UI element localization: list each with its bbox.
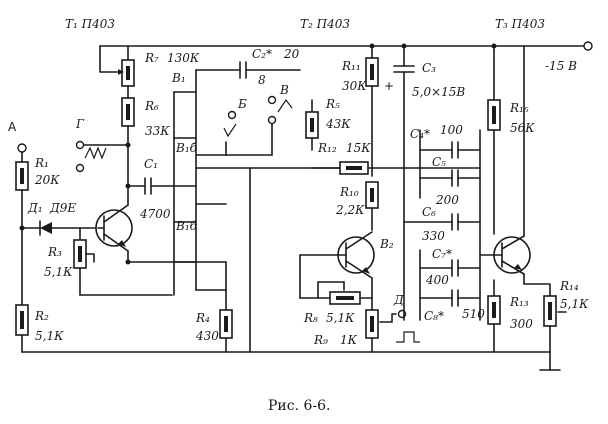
svg-text:R₃: R₃ <box>47 245 62 259</box>
svg-text:C₃: C₃ <box>422 61 436 75</box>
svg-text:43К: 43К <box>325 117 351 131</box>
svg-text:В: В <box>279 83 289 97</box>
svg-text:Г: Г <box>75 117 85 131</box>
svg-text:C₇*: C₇* <box>432 247 452 261</box>
svg-text:20: 20 <box>283 47 300 61</box>
d1-diode <box>40 222 52 234</box>
svg-text:R₁₂: R₁₂ <box>317 141 337 155</box>
figure-caption: Рис. 6-6. <box>268 398 331 414</box>
svg-text:430: 430 <box>195 329 219 343</box>
t3-label: T₃ П403 <box>495 17 545 31</box>
t2-label: T₂ П403 <box>300 17 350 31</box>
svg-text:8: 8 <box>258 73 266 87</box>
svg-text:R₁₁: R₁₁ <box>341 59 361 73</box>
svg-text:R₇: R₇ <box>144 51 159 65</box>
svg-text:400: 400 <box>425 273 449 287</box>
svg-text:100: 100 <box>440 123 463 137</box>
svg-text:Д: Д <box>393 293 404 307</box>
svg-text:5,1К: 5,1К <box>44 265 73 279</box>
svg-text:5,1К: 5,1К <box>35 329 64 343</box>
svg-text:R₈: R₈ <box>303 311 318 325</box>
svg-text:R₅: R₅ <box>325 97 340 111</box>
svg-text:4700: 4700 <box>139 207 171 221</box>
svg-text:+: + <box>384 79 394 93</box>
svg-text:Д9Е: Д9Е <box>49 201 76 215</box>
ground-rail <box>21 339 561 371</box>
svg-text:R₄: R₄ <box>195 311 210 325</box>
t3-stage: R₁₅ 56К R₁₃ 300 R₁₄ 5,1К <box>479 43 589 353</box>
svg-text:R₁₀: R₁₀ <box>339 185 359 199</box>
r4-resistor: R₄ 430 <box>195 261 233 353</box>
svg-text:R₆: R₆ <box>144 99 159 113</box>
svg-text:C₄*: C₄* <box>410 127 430 141</box>
svg-text:C₆: C₆ <box>422 205 436 219</box>
svg-text:C₁: C₁ <box>144 157 158 171</box>
terminal-a-label: A <box>8 120 17 134</box>
supply-rail: -15 В <box>99 41 593 73</box>
svg-text:1К: 1К <box>340 333 358 347</box>
svg-text:130К: 130К <box>167 51 200 65</box>
t2-stage-upper: R₅ 43К R₁₁ 30К + C₃ 5,0×15В R₁₂ 15К R₁₀ … <box>305 43 465 231</box>
transistor-t2: B₂ <box>299 231 394 311</box>
svg-text:5,1К: 5,1К <box>326 311 355 325</box>
input-g: Г <box>75 117 129 173</box>
svg-text:Б: Б <box>237 97 247 111</box>
svg-text:B₁б: B₁б <box>175 219 198 233</box>
svg-text:33К: 33К <box>145 124 170 138</box>
svg-text:R₁: R₁ <box>34 156 49 170</box>
svg-text:Д₁: Д₁ <box>27 201 43 215</box>
svg-text:30К: 30К <box>342 79 367 93</box>
t1-label: T₁ П403 <box>65 17 115 31</box>
svg-text:R₁₅: R₁₅ <box>509 101 529 115</box>
supply-terminal[interactable] <box>583 41 593 51</box>
t1-stage: R₇ 130К R₆ 33К C₁ 4700 <box>99 45 200 221</box>
terminal-v[interactable] <box>267 95 277 105</box>
switch-b1[interactable]: B₁ B₁б B₁б <box>171 69 227 296</box>
r3-potentiometer: R₃ 5,1К <box>44 227 173 296</box>
terminal-a[interactable] <box>17 143 27 153</box>
terminal-g[interactable] <box>75 140 85 150</box>
svg-text:R₁₄: R₁₄ <box>559 279 579 293</box>
svg-text:2,2К: 2,2К <box>335 203 365 217</box>
svg-text:R₁₃: R₁₃ <box>509 295 529 309</box>
svg-text:C₅: C₅ <box>432 155 446 169</box>
svg-text:56К: 56К <box>510 121 535 135</box>
svg-text:330: 330 <box>422 229 445 243</box>
terminal-b[interactable] <box>227 110 237 120</box>
capacitor-bank: C₄* 100 C₅ 200 C₆ 330 C₇* 400 C₈* 510 <box>403 123 485 323</box>
c2-section: C₂* 20 8 В Б <box>195 47 301 156</box>
t2-emitter-network: R₈ 5,1К R₉ 1К Д <box>299 254 420 353</box>
svg-text:B₁: B₁ <box>171 71 186 85</box>
input-a: A R₁ 20К R₂ 5,1К Д₁ Д9Е <box>8 120 99 353</box>
supply-label: -15 В <box>545 59 577 73</box>
svg-text:300: 300 <box>510 317 533 331</box>
svg-text:R₉: R₉ <box>313 333 328 347</box>
svg-text:B₁б: B₁б <box>175 141 198 155</box>
svg-text:C₂*: C₂* <box>252 47 272 61</box>
svg-text:R₂: R₂ <box>34 309 49 323</box>
svg-text:B₂: B₂ <box>379 237 394 251</box>
svg-text:C₈*: C₈* <box>424 309 444 323</box>
svg-text:510: 510 <box>462 307 485 321</box>
svg-text:5,1К: 5,1К <box>560 297 589 311</box>
svg-text:200: 200 <box>435 193 459 207</box>
svg-text:20К: 20К <box>34 173 60 187</box>
svg-text:5,0×15В: 5,0×15В <box>412 85 465 99</box>
svg-text:15К: 15К <box>346 141 371 155</box>
